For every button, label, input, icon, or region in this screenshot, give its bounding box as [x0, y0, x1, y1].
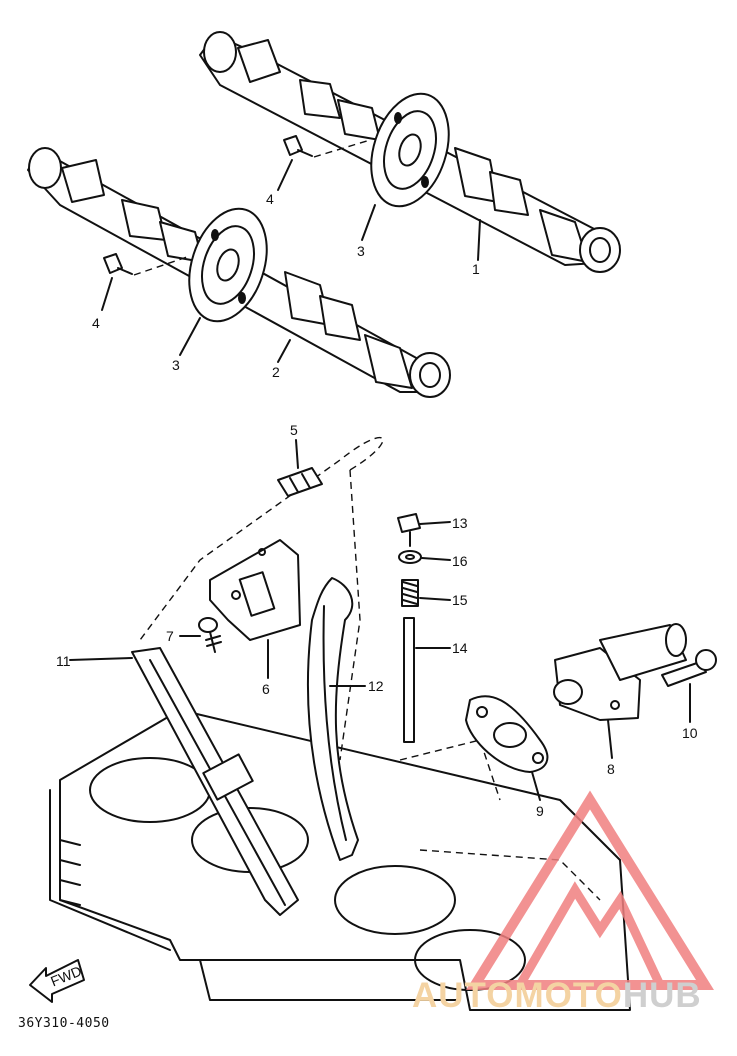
tensioner-rod	[403, 617, 415, 743]
bolt-lower	[103, 253, 191, 276]
part-label: 6	[262, 681, 270, 697]
part-label: 12	[368, 678, 384, 694]
part-label: 8	[607, 761, 615, 777]
cam-sprocket-lower	[188, 207, 268, 323]
part-label: 3	[172, 357, 180, 373]
chain-guide-exhaust	[131, 647, 299, 916]
guide-bracket	[209, 539, 301, 641]
cylinder-block-outline	[49, 436, 631, 1011]
camshaft-upper	[199, 31, 621, 273]
part-label: 5	[290, 422, 298, 438]
part-label: 9	[536, 803, 544, 819]
part-label: 14	[452, 640, 468, 656]
tensioner-bolt	[397, 513, 421, 547]
guide-pins	[277, 467, 323, 497]
drawing-code: 36Y310-4050	[18, 1016, 110, 1031]
leader-lines	[69, 159, 691, 801]
part-label: 2	[272, 364, 280, 380]
watermark-text-part1: AUTOMOTO	[412, 976, 623, 1015]
part-label: 13	[452, 515, 468, 531]
part-label: 16	[452, 553, 468, 569]
part-label: 11	[56, 653, 71, 669]
fwd-arrow: FWD	[29, 959, 85, 1003]
bolt-upper	[283, 135, 371, 158]
part-label: 4	[92, 315, 100, 331]
part-label: 10	[682, 725, 698, 741]
spring	[401, 579, 419, 607]
tensioner-mount-bolt	[661, 649, 717, 687]
cam-chain-tensioner	[553, 623, 687, 721]
watermark-logo	[466, 790, 714, 990]
washer	[398, 550, 422, 564]
part-label: 15	[452, 592, 468, 608]
screw	[198, 617, 222, 653]
part-labels: 1 2 3 3 4 4 5 6 7 8 9 10 11 12 13 14 15 …	[56, 191, 698, 819]
camshaft-lower	[27, 147, 451, 398]
watermark-text-part2: HUB	[622, 976, 702, 1015]
cam-sprocket-upper	[370, 92, 450, 208]
part-label: 3	[357, 243, 365, 259]
gasket	[465, 695, 549, 773]
part-label: 4	[266, 191, 274, 207]
part-label: 1	[472, 261, 480, 277]
chain-guide-intake	[306, 577, 359, 861]
part-label: 7	[166, 628, 174, 644]
watermark-text: AUTOMOTOHUB	[412, 976, 702, 1016]
